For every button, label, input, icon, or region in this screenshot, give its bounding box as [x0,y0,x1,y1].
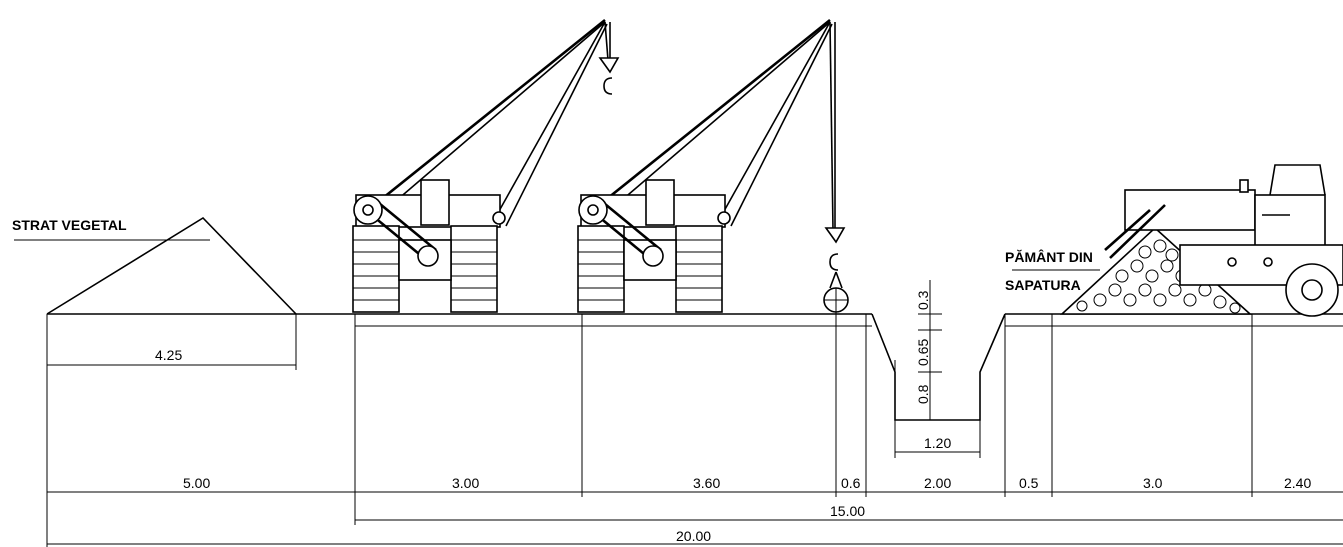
dim-seg3: 3.60 [693,475,720,491]
topsoil-pile: STRAT VEGETAL [12,216,297,315]
bottom-dimension-chain: 5.00 3.00 3.60 0.6 2.00 0.5 3.0 2.40 15.… [46,312,1343,547]
dim-seg4: 0.6 [841,475,861,491]
dim-seg2: 3.00 [452,475,479,491]
dim-depth-mid: 0.65 [915,339,931,366]
topsoil-width-dimension: 4.25 [47,314,297,370]
dim-total-overall: 20.00 [676,528,711,544]
pipe-section [823,287,849,313]
trench-depth-dimensions: 0.3 0.65 0.8 1.20 [894,280,981,458]
spoil-label-line2: SAPATURA [1005,277,1081,293]
pipelayer-2 [577,18,846,313]
pipelayer-1 [352,18,620,313]
dim-depth-top: 0.3 [915,290,931,310]
spoil-pile: PĂMÂNT DIN SAPATURA [1005,226,1253,315]
ground-line [47,313,1343,327]
dim-seg1: 5.00 [183,475,210,491]
spoil-label-line1: PĂMÂNT DIN [1005,248,1093,265]
topsoil-label: STRAT VEGETAL [12,217,127,233]
dim-depth-bottom: 0.8 [915,384,931,404]
bulldozer [1104,164,1343,317]
dim-total-working: 15.00 [830,503,865,519]
dim-trench-bottom-width: 1.20 [924,435,951,451]
dim-topsoil-width: 4.25 [155,347,182,363]
dim-seg6: 0.5 [1019,475,1039,491]
dim-seg7: 3.0 [1143,475,1163,491]
dim-seg5: 2.00 [924,475,951,491]
dim-seg8: 2.40 [1284,475,1311,491]
